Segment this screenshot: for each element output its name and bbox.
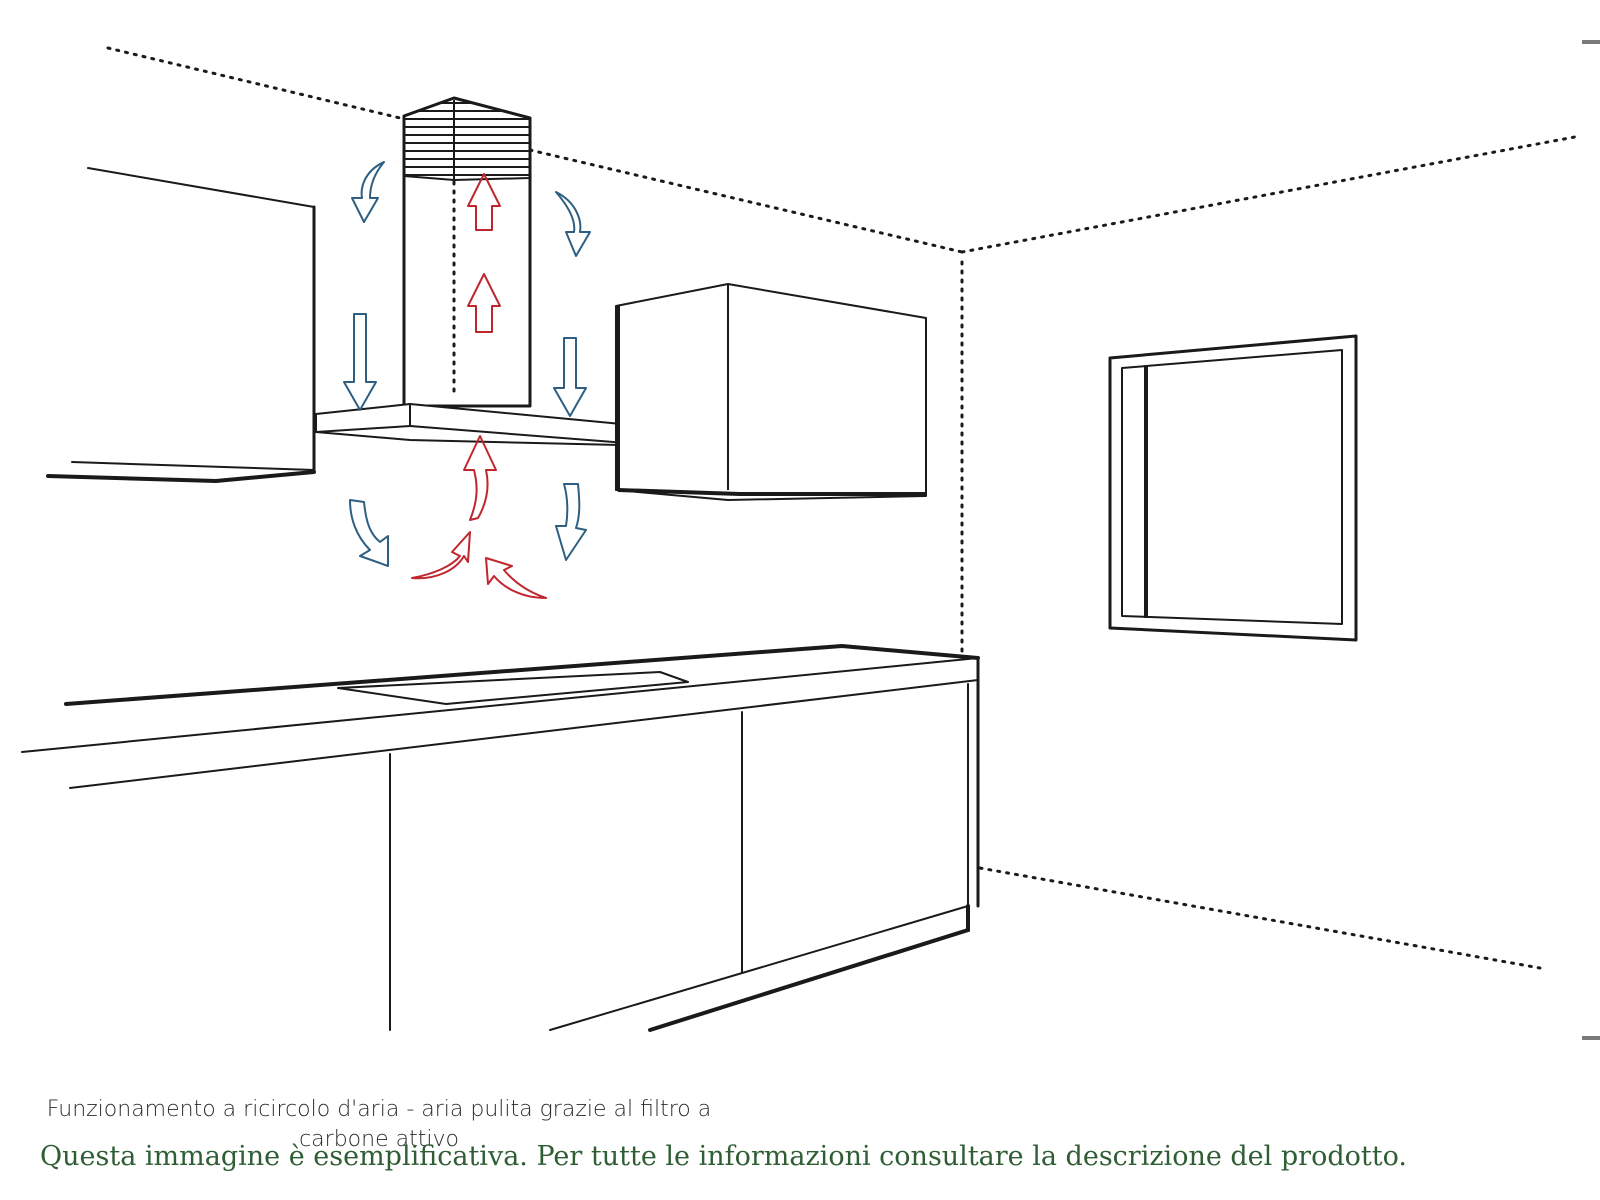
recirculation-down-arrow-icon bbox=[555, 483, 587, 561]
left-wall-cabinet bbox=[46, 167, 316, 483]
hood-canopy bbox=[315, 403, 665, 447]
edge-tick-bottom bbox=[1582, 1036, 1600, 1040]
recirculation-curved-arrow-icon bbox=[349, 499, 389, 567]
blue-airflow-arrows bbox=[343, 161, 591, 567]
airflow-up-arrow-icon bbox=[467, 173, 501, 231]
countertop bbox=[21, 644, 980, 908]
airflow-curved-arrow-icon bbox=[485, 557, 547, 599]
recirculation-down-arrow-icon bbox=[553, 337, 587, 417]
window bbox=[1108, 334, 1358, 642]
recirculation-curved-arrow-icon bbox=[555, 191, 591, 257]
base-cabinets bbox=[389, 683, 970, 1032]
airflow-curved-arrow-icon bbox=[411, 531, 471, 580]
hood-chimney bbox=[402, 96, 532, 408]
airflow-up-arrow-icon bbox=[463, 435, 497, 521]
airflow-up-arrow-icon bbox=[467, 273, 501, 333]
right-wall-cabinet bbox=[615, 283, 927, 501]
disclaimer-text: Questa immagine è esemplificativa. Per t… bbox=[40, 1141, 1407, 1172]
red-airflow-arrows bbox=[411, 173, 547, 599]
edge-tick-top bbox=[1582, 40, 1600, 44]
recirculation-curved-arrow-icon bbox=[351, 161, 385, 223]
room-corner-lines bbox=[106, 46, 1582, 970]
image-caption: Funzionamento a ricircolo d'aria - aria … bbox=[46, 1097, 712, 1152]
recirculation-down-arrow-icon bbox=[343, 313, 377, 411]
